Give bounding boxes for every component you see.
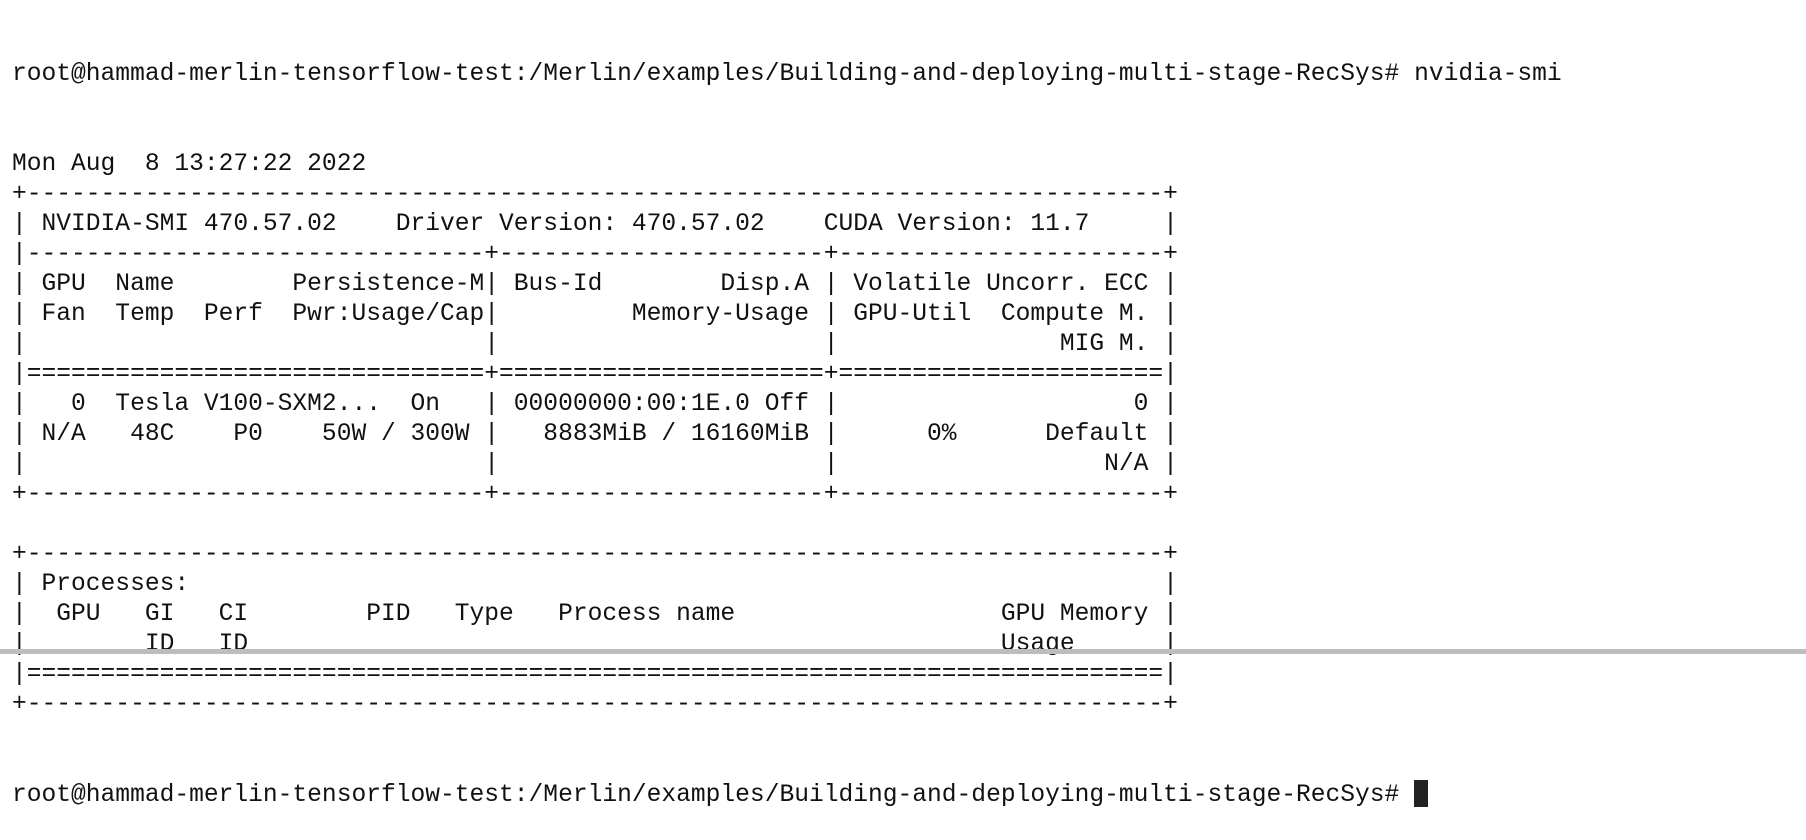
shell-prompt: root@hammad-merlin-tensorflow-test:/Merl… (12, 61, 1415, 88)
output-line: | ID ID Usage | (12, 631, 1178, 658)
output-line: | GPU GI CI PID Type Process name GPU Me… (12, 601, 1178, 628)
output-line: | N/A 48C P0 50W / 300W | 8883MiB / 1616… (12, 421, 1178, 448)
output-line: | NVIDIA-SMI 470.57.02 Driver Version: 4… (12, 211, 1178, 238)
output-line: | GPU Name Persistence-M| Bus-Id Disp.A … (12, 271, 1178, 298)
command-text: nvidia-smi (1414, 61, 1562, 88)
output-line: | Processes: | (12, 571, 1178, 598)
output-line: +---------------------------------------… (12, 181, 1178, 208)
output-line: | Fan Temp Perf Pwr:Usage/Cap| Memory-Us… (12, 301, 1178, 328)
terminal-output[interactable]: root@hammad-merlin-tensorflow-test:/Merl… (12, 0, 1562, 840)
output-line: +---------------------------------------… (12, 691, 1178, 718)
output-line: +---------------------------------------… (12, 541, 1178, 568)
output-line: | 0 Tesla V100-SXM2... On | 00000000:00:… (12, 391, 1178, 418)
text-cursor (1414, 780, 1429, 807)
output-line: | | | MIG M. | (12, 331, 1178, 358)
output-line: |-------------------------------+-------… (12, 241, 1178, 268)
output-line: +-------------------------------+-------… (12, 481, 1178, 508)
shell-prompt: root@hammad-merlin-tensorflow-test:/Merl… (12, 782, 1415, 809)
output-line: |=======================================… (12, 661, 1178, 688)
active-command-line[interactable]: root@hammad-merlin-tensorflow-test:/Merl… (12, 780, 1562, 810)
output-line: | | | N/A | (12, 451, 1178, 478)
command-line: root@hammad-merlin-tensorflow-test:/Merl… (12, 60, 1562, 90)
output-line: Mon Aug 8 13:27:22 2022 (12, 151, 367, 178)
output-line: |===============================+=======… (12, 361, 1178, 388)
bottom-scroll-border (0, 649, 1806, 654)
output-line (12, 510, 1562, 540)
